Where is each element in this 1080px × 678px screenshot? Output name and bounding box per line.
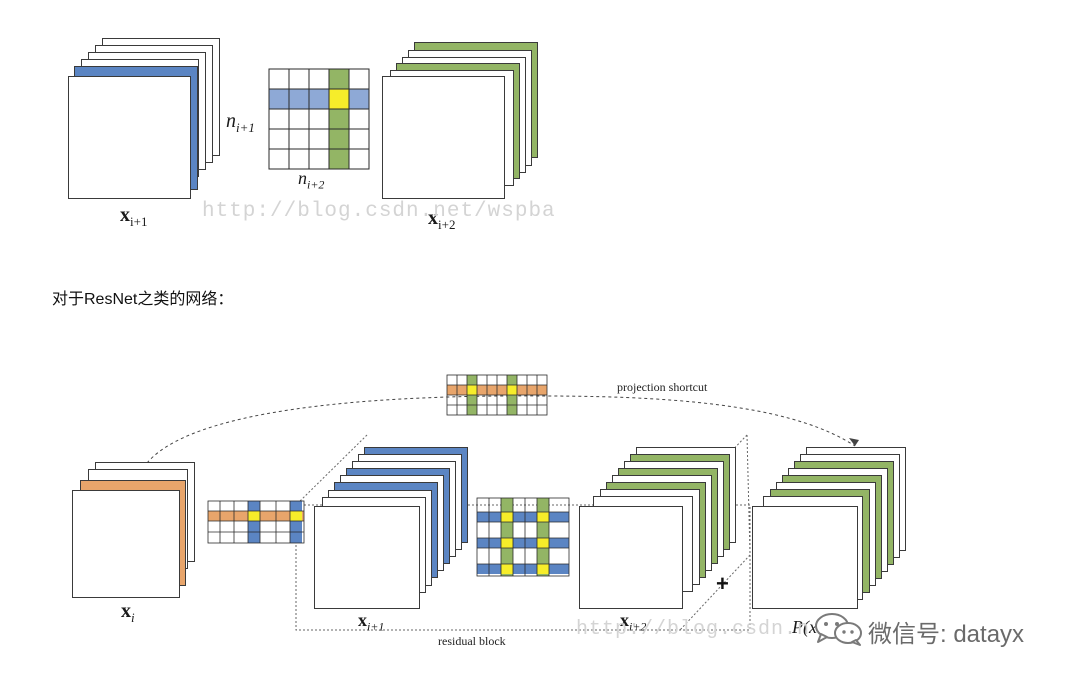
addition-plus-sign: + — [716, 571, 729, 596]
feature-map-front — [68, 76, 191, 199]
wechat-id-text: 微信号: datayx — [868, 621, 1025, 648]
projection-shortcut-label: projection shortcut — [617, 380, 708, 394]
label-x-i: xi — [121, 600, 135, 625]
watermark-top: http://blog.csdn.net/wspba — [202, 200, 556, 223]
kernel-grid-1 — [207, 500, 305, 544]
kernel-grid-2 — [476, 497, 570, 577]
label-x-i+2: xi+2 — [428, 207, 456, 232]
label-n-i+2: ni+2 — [298, 168, 325, 192]
feature-map-front — [579, 506, 683, 609]
kernel-grid — [268, 68, 370, 170]
wechat-badge — [810, 612, 1055, 646]
feature-map-front — [314, 506, 420, 609]
label-p-x: P(x — [792, 617, 817, 637]
watermark-bottom: http://blog.csdn.n — [576, 618, 811, 641]
label-x-i+1-bottom: xi+1 — [358, 610, 385, 634]
wechat-icon — [815, 613, 862, 646]
feature-map-front — [72, 490, 180, 598]
feature-map-front — [382, 76, 505, 199]
feature-map-front — [752, 506, 858, 609]
projection-kernel-grid — [446, 374, 548, 416]
label-n-i+1: ni+1 — [226, 110, 255, 135]
residual-block-label: residual block — [438, 634, 506, 648]
label-x-i+1: xi+1 — [120, 204, 148, 229]
label-x-i+2-bottom: xi+2 — [620, 610, 647, 634]
intro-text: 对于ResNet之类的网络： — [52, 291, 234, 308]
